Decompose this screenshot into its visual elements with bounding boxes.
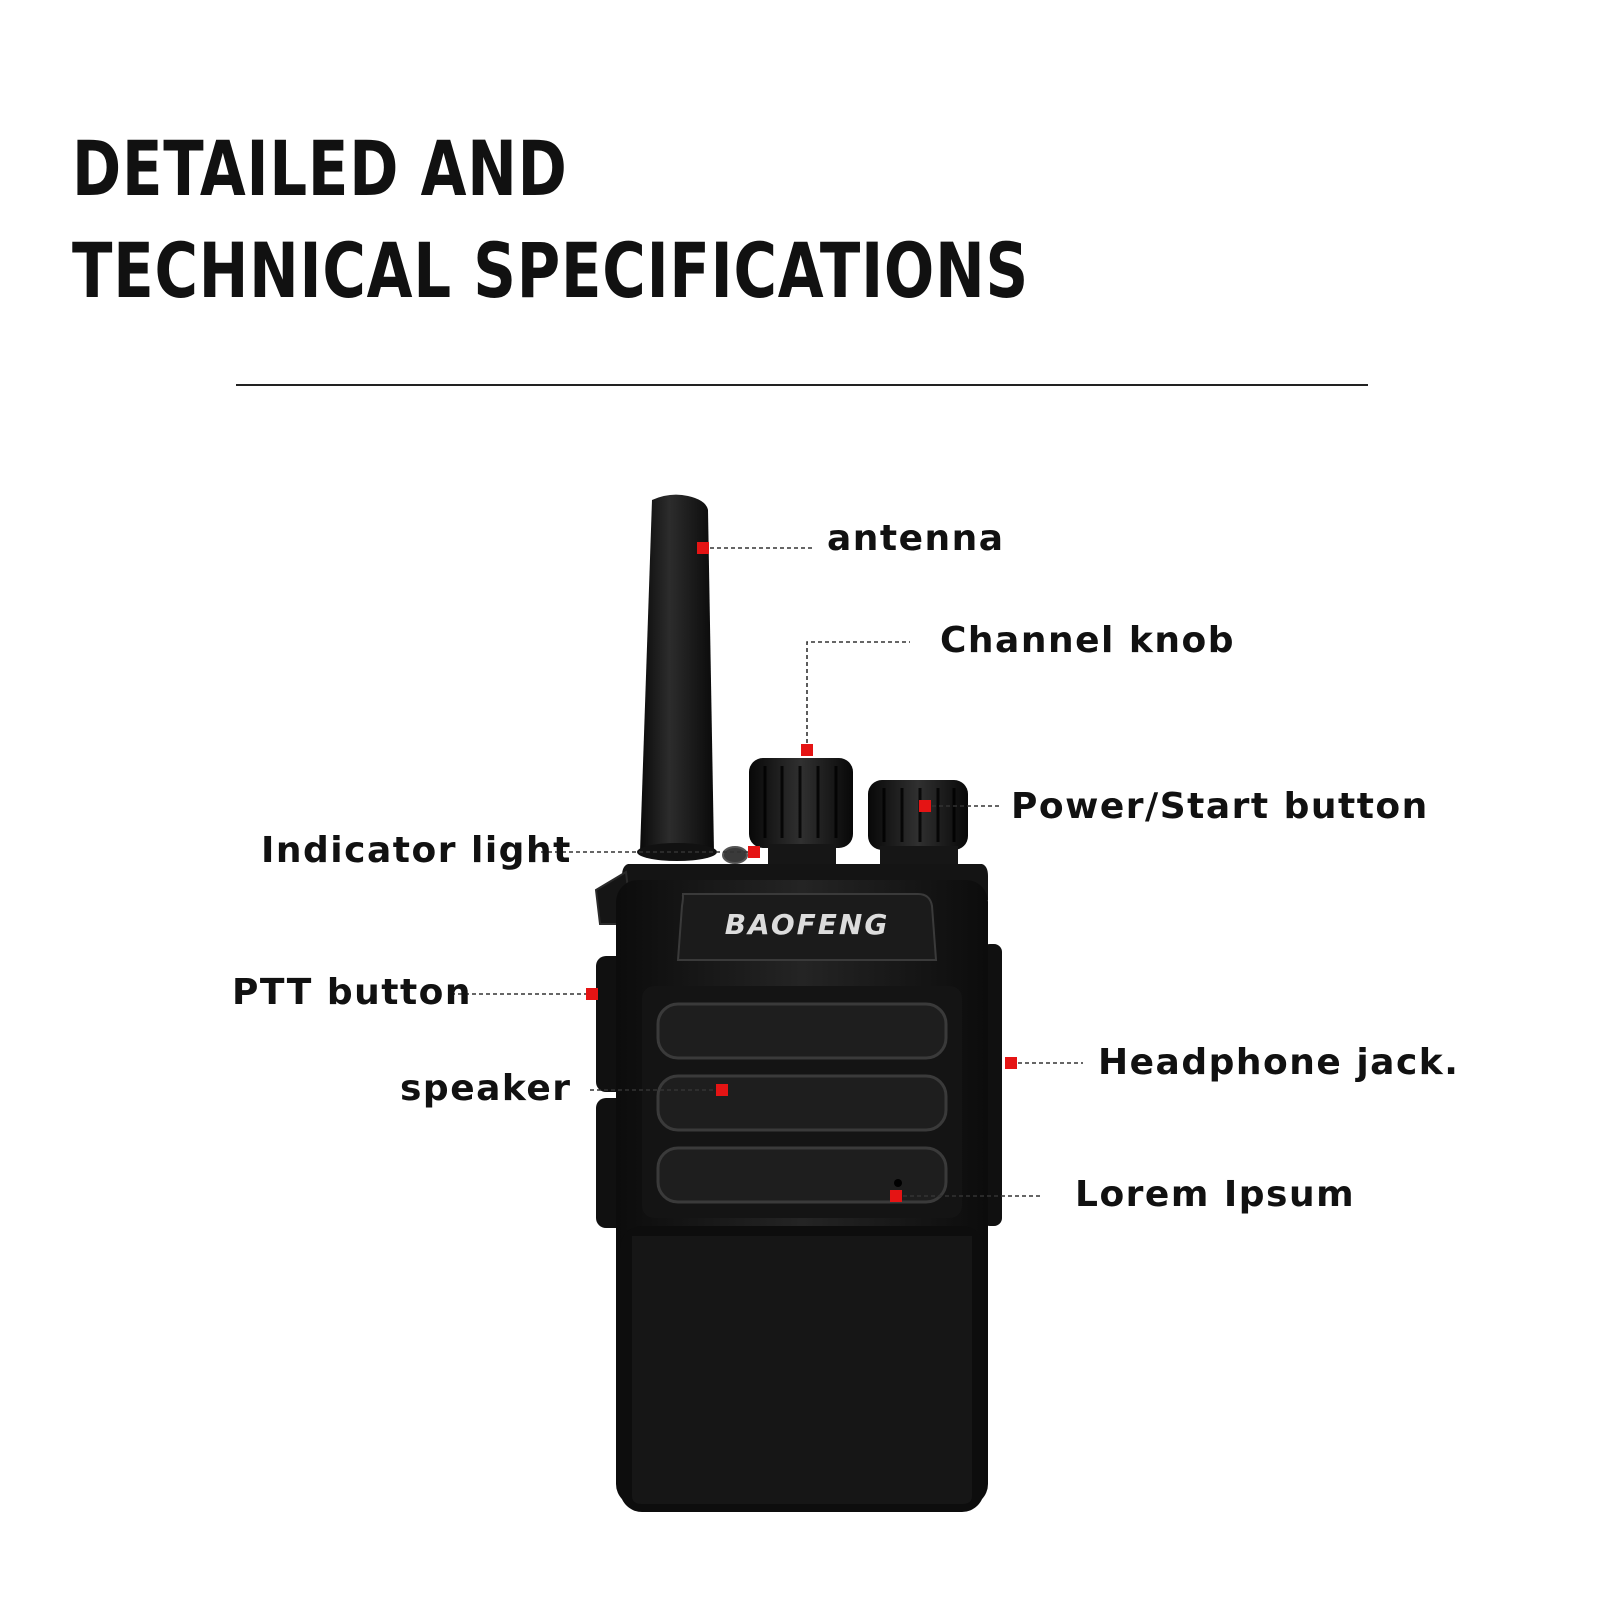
antenna-shape [640, 494, 714, 852]
callout-speaker: speaker [400, 1068, 572, 1109]
title-line-1: DETAILED AND [72, 124, 568, 213]
speaker-grille-shape [656, 1002, 948, 1204]
antenna-marker [697, 542, 709, 554]
power-knob-shape [868, 780, 968, 866]
page-title: DETAILED AND TECHNICAL SPECIFICATIONS [72, 118, 1029, 322]
title-line-2: TECHNICAL SPECIFICATIONS [72, 226, 1029, 315]
divider-line [236, 384, 1368, 386]
callout-indicator-light: Indicator light [261, 830, 572, 871]
channel-knob-marker [801, 744, 813, 756]
channel-knob-leader [806, 641, 910, 750]
ptt-button-marker [586, 988, 598, 1000]
lorem-marker [890, 1190, 902, 1202]
indicator-light-marker [748, 846, 760, 858]
power-button-marker [919, 800, 931, 812]
walkie-talkie-illustration: BAOFENG [594, 494, 1002, 1512]
callout-lorem: Lorem Ipsum [1075, 1174, 1355, 1215]
callout-ptt-button: PTT button [232, 972, 472, 1013]
callout-antenna: antenna [827, 518, 1005, 559]
headphone-jack-marker [1005, 1057, 1017, 1069]
speaker-marker [716, 1084, 728, 1096]
callout-channel-knob: Channel knob [940, 620, 1235, 661]
brand-logo: BAOFENG [725, 908, 890, 941]
channel-knob-shape [749, 758, 853, 866]
callout-headphone-jack: Headphone jack. [1098, 1042, 1459, 1083]
callout-power-button: Power/Start button [1011, 786, 1429, 827]
